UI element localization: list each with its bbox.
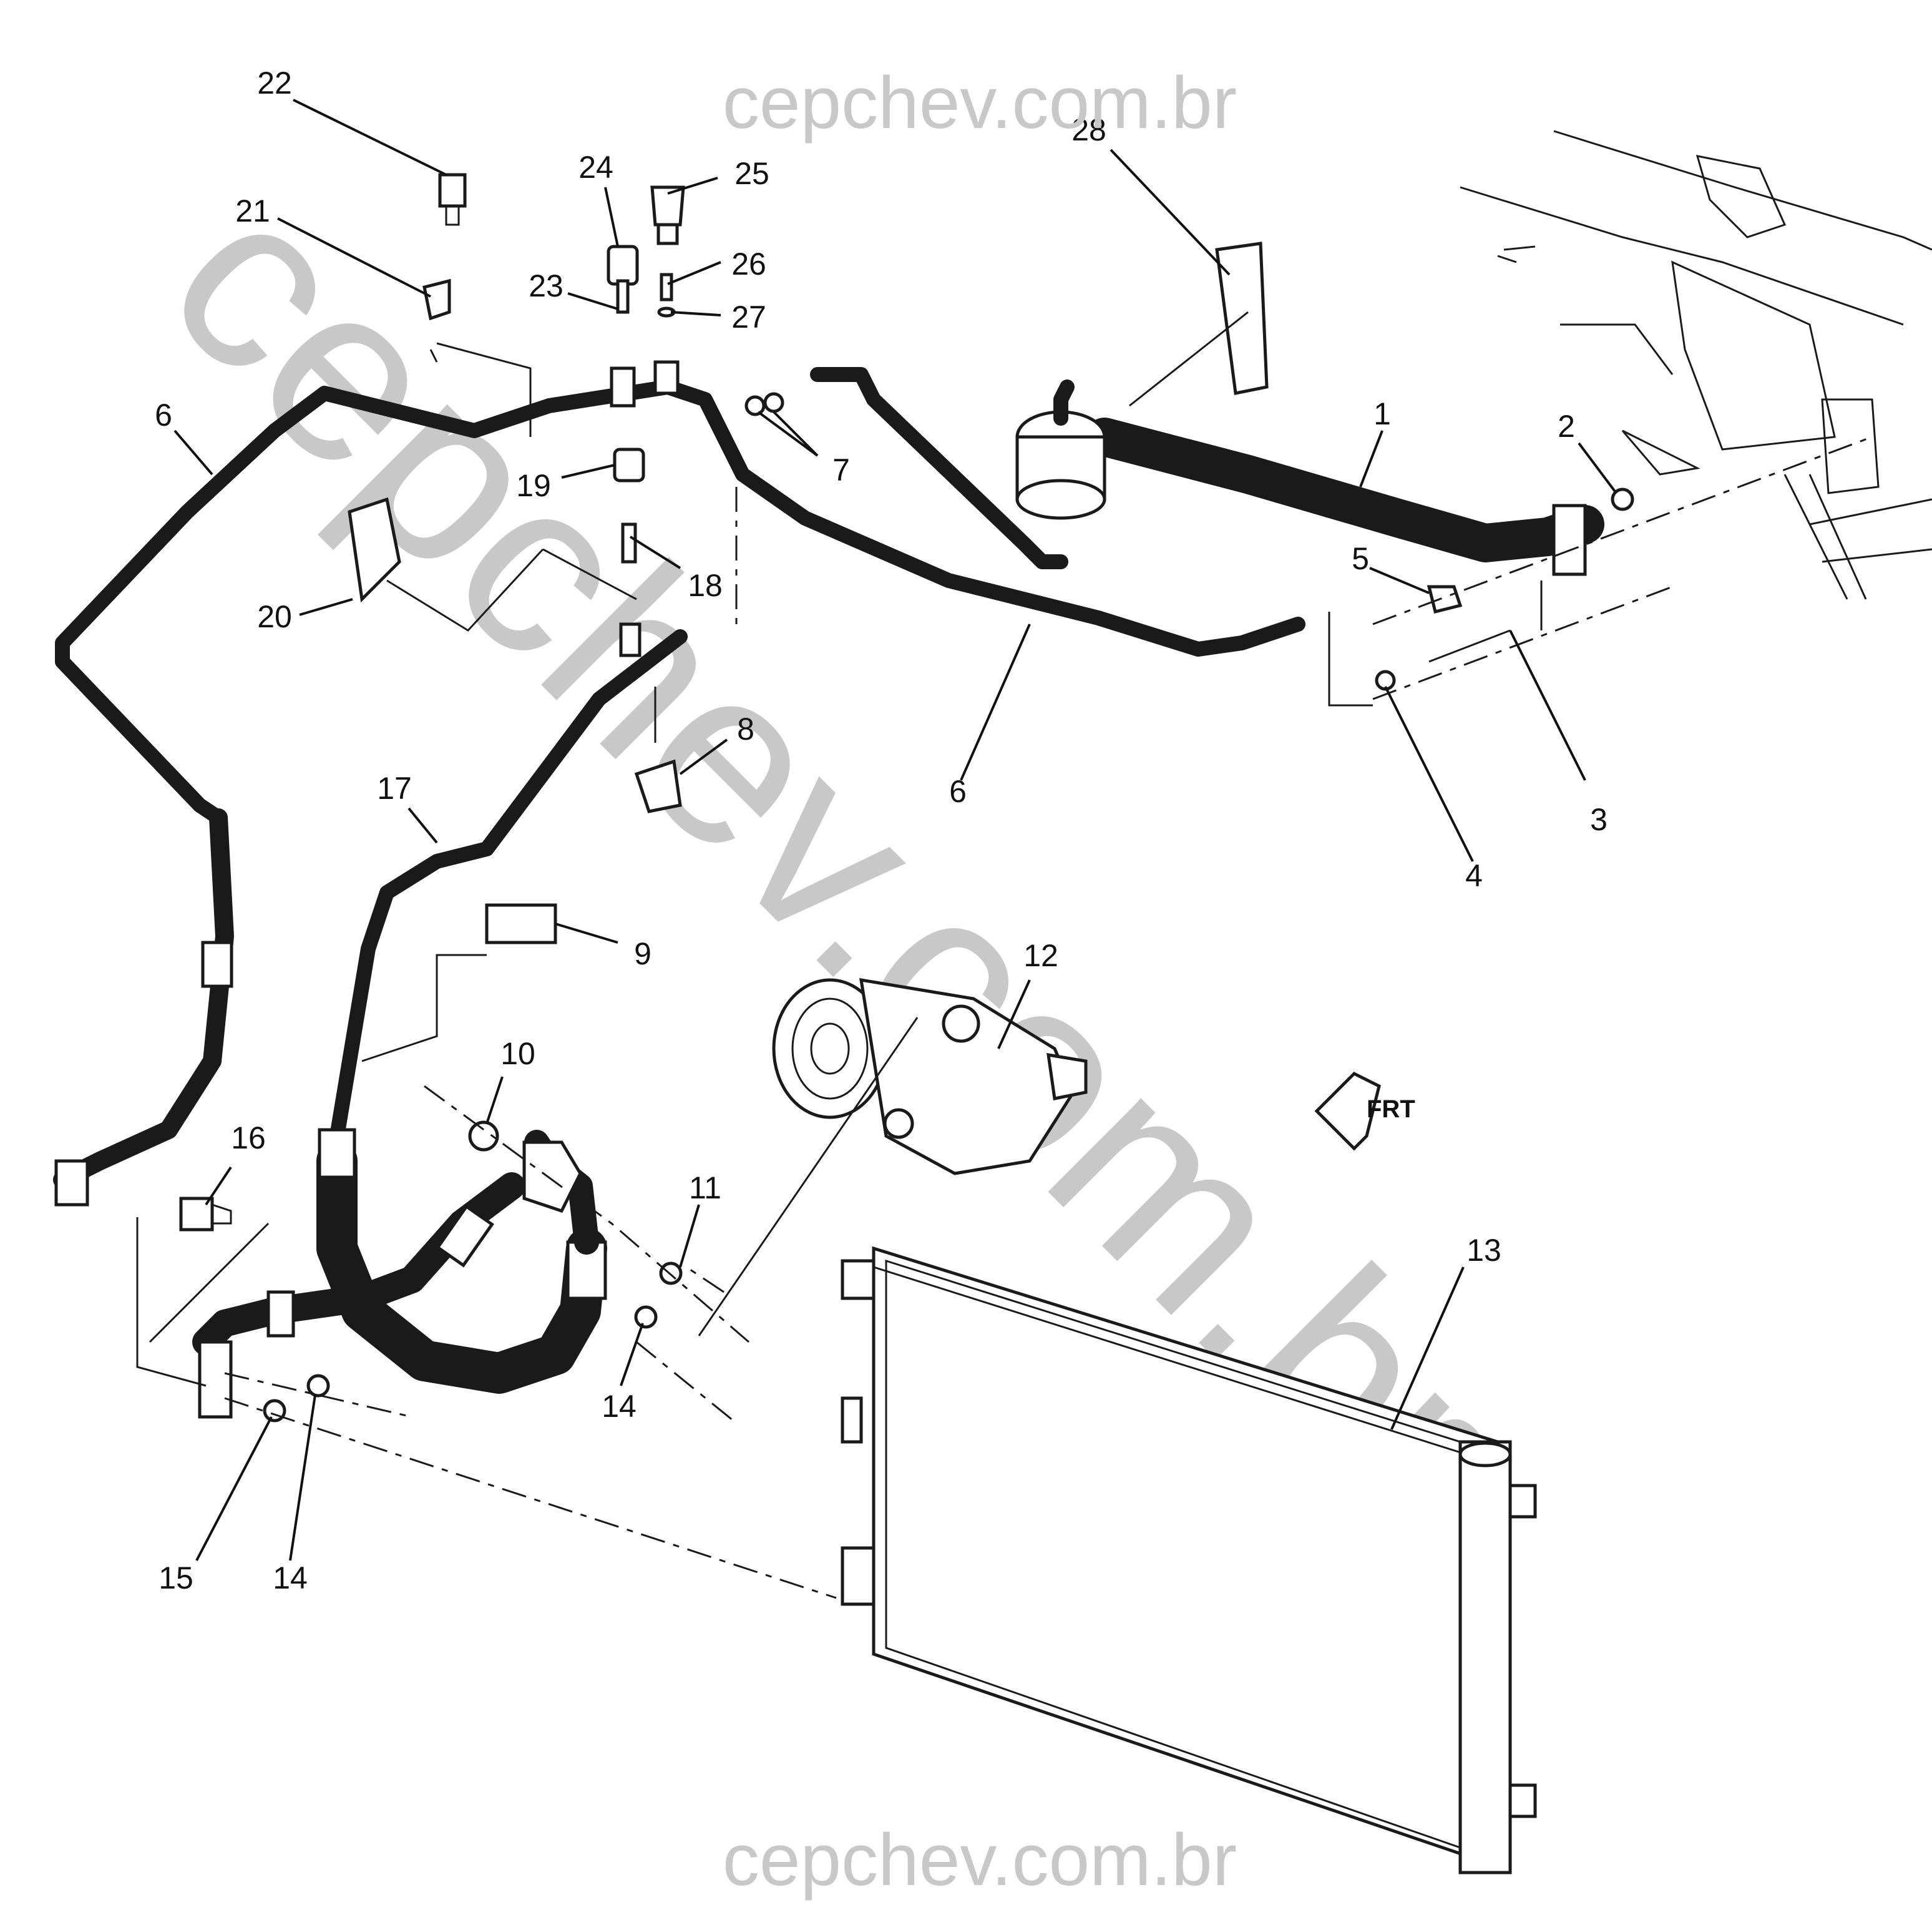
small-fittings xyxy=(179,173,1634,1423)
callout-8: 8 xyxy=(737,712,754,747)
callout-20: 20 xyxy=(257,599,292,634)
callout-3: 3 xyxy=(1590,802,1608,837)
part-13-condenser xyxy=(841,1246,1537,1874)
callout-16: 16 xyxy=(231,1120,266,1155)
callout-11: 11 xyxy=(689,1170,721,1205)
watermark-bottom: cepchev.com.br xyxy=(723,1819,1237,1901)
part-1-suction-hose xyxy=(1015,380,1604,576)
front-direction-indicator: FRT xyxy=(1314,1071,1415,1151)
callout-15: 15 xyxy=(159,1560,193,1595)
callout-19: 19 xyxy=(516,468,551,503)
callout-5: 5 xyxy=(1352,541,1369,576)
callout-leader-lines xyxy=(173,99,1617,1561)
assembly-center-lines xyxy=(224,349,1873,1599)
frt-label: FRT xyxy=(1367,1095,1415,1123)
callout-27: 27 xyxy=(731,300,766,335)
callout-9: 9 xyxy=(634,936,651,971)
callout-25: 25 xyxy=(734,156,769,191)
callout-2: 2 xyxy=(1558,409,1575,444)
vehicle-body-structure xyxy=(1460,130,1932,600)
callout-17: 17 xyxy=(377,771,412,806)
callout-22: 22 xyxy=(257,66,292,100)
callout-23: 23 xyxy=(529,268,564,303)
reference-lines xyxy=(136,311,1543,1387)
callout-12: 12 xyxy=(1023,938,1058,973)
callout-6-lower: 6 xyxy=(949,774,967,809)
callout-14-left: 14 xyxy=(273,1560,308,1595)
callout-4: 4 xyxy=(1465,858,1483,893)
part-17-discharge-hose xyxy=(192,629,688,1419)
callout-labels: 1 2 3 4 5 6 6 7 8 9 10 11 12 13 14 14 15… xyxy=(155,66,1608,1595)
part-12-ac-compressor xyxy=(772,977,1088,1175)
callout-26: 26 xyxy=(731,247,766,282)
part-6-liquid-line xyxy=(53,367,1305,1207)
callout-10: 10 xyxy=(500,1036,535,1071)
callout-14-right: 14 xyxy=(602,1389,637,1424)
callout-1: 1 xyxy=(1373,396,1391,431)
callout-7: 7 xyxy=(832,453,850,487)
callout-24: 24 xyxy=(578,150,613,185)
watermark-top: cepchev.com.br xyxy=(723,62,1237,144)
callout-21: 21 xyxy=(235,193,270,228)
watermark-diagonal: cepchev.com.br xyxy=(117,140,1548,1571)
callout-6-upper: 6 xyxy=(155,398,172,433)
callout-13: 13 xyxy=(1466,1233,1501,1268)
callout-18: 18 xyxy=(688,568,723,603)
callout-28: 28 xyxy=(1071,112,1106,147)
